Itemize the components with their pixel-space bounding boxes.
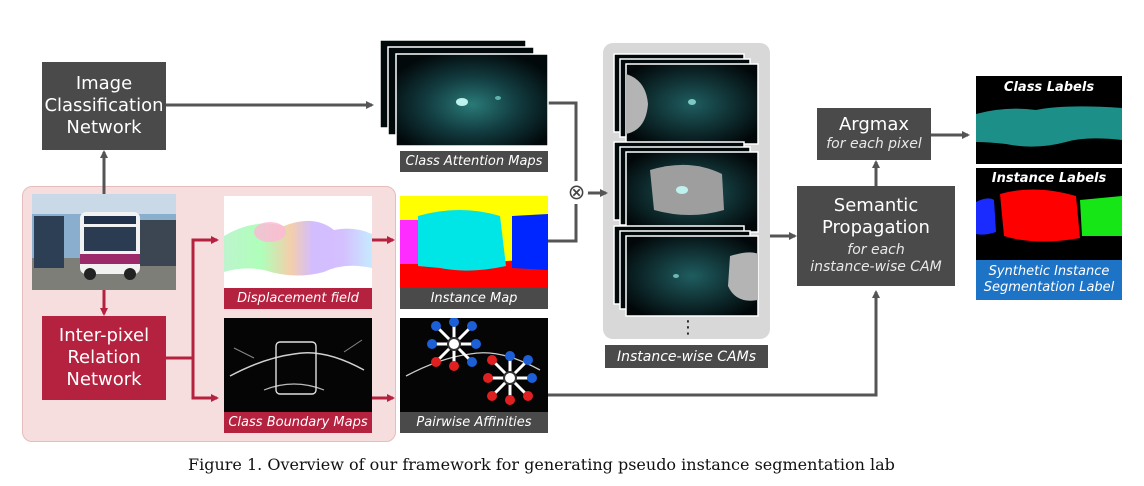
semantic-propagation-box: Semantic Propagation for each instance-w… [797,186,955,286]
displacement-field-image [224,196,372,288]
synthetic-label-caption: Synthetic Instance Segmentation Label [976,260,1122,300]
synthetic-line-2: Segmentation Label [983,280,1115,295]
class-boundary-maps-caption: Class Boundary Maps [224,412,372,433]
instance-map-image [400,196,548,288]
arrow-irn-to-displacement [166,236,219,360]
propagation-title-2: Propagation [822,217,930,239]
arrow-cam-to-multiply [548,101,578,182]
irn-line-1: Inter-pixel [58,325,150,347]
ellipsis-symbol: ⋮ [679,317,697,338]
displacement-field-caption: Displacement field [224,288,372,309]
icn-line-1: Image [75,73,133,95]
class-boundary-maps-image [224,318,372,412]
multiply-symbol: ⊗ [565,181,588,204]
propagation-sub-2: instance-wise CAM [810,259,942,276]
class-attention-maps-caption: Class Attention Maps [400,151,548,172]
pairwise-affinities-image [400,318,548,412]
image-classification-network-box: Image Classification Network [42,62,166,150]
propagation-title-1: Semantic [833,195,919,217]
icn-line-3: Network [66,116,142,138]
irn-line-2: Relation [67,347,141,369]
instance-labels-caption: Instance Labels [991,171,1107,186]
argmax-sub: for each pixel [826,136,922,153]
figure-caption: Figure 1. Overview of our framework for … [188,455,895,474]
instance-wise-cams-caption: Instance-wise CAMs [605,345,768,368]
input-bus-photo [32,194,176,290]
irn-line-3: Network [66,368,142,390]
arrow-irn-to-boundary [191,358,219,402]
pairwise-affinities-caption: Pairwise Affinities [400,412,548,433]
inter-pixel-relation-network-box: Inter-pixel Relation Network [42,316,166,400]
arrow-instance-to-multiply [548,204,578,243]
argmax-box: Argmax for each pixel [817,108,931,160]
instance-map-caption: Instance Map [400,288,548,309]
instance-wise-cams-stacks [613,53,759,317]
class-attention-maps-stack [379,39,549,147]
argmax-title: Argmax [838,114,910,136]
arrow-affinities-to-propagation [548,290,880,397]
synthetic-line-1: Synthetic Instance [988,263,1110,279]
propagation-sub-1: for each [847,242,905,259]
class-labels-caption: Class Labels [1003,80,1095,95]
icn-line-2: Classification [44,95,164,117]
output-label-images [976,76,1122,260]
